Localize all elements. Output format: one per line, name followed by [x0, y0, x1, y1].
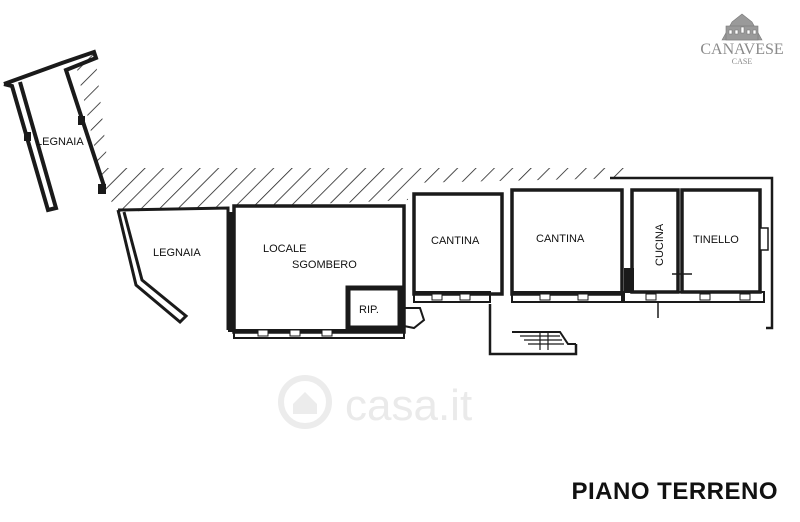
canavese-case-logo: CANAVESE CASE	[700, 13, 784, 66]
room-label-legnaia-upper: LEGNAIA	[36, 136, 84, 148]
hatched-courtyard	[75, 53, 630, 212]
logo-brand: CANAVESE	[700, 41, 783, 58]
room-label-rip: RIP.	[359, 304, 379, 316]
rip-closet	[345, 285, 426, 331]
watermark-text: casa.it	[345, 381, 472, 430]
house-icon	[721, 13, 763, 41]
room-label-legnaia-lower: LEGNAIA	[153, 247, 201, 259]
room-label-cucina: CUCINA	[654, 223, 666, 266]
logo-sub: CASE	[732, 57, 753, 66]
room-label-sgombero: SGOMBERO	[292, 259, 357, 271]
room-label-locale: LOCALE	[263, 243, 306, 255]
floor-title: PIANO TERRENO	[571, 478, 778, 505]
casa-it-watermark: casa.it	[278, 375, 472, 430]
wall-upper-legnaia	[3, 49, 106, 213]
wall-cantina-right	[510, 188, 624, 303]
wall-cucina-tinello	[610, 176, 774, 330]
room-label-cantina-left: CANTINA	[431, 235, 480, 247]
wall-cantina-left	[412, 192, 504, 303]
stair-area	[488, 304, 578, 356]
room-label-tinello: TINELLO	[693, 234, 739, 246]
wall-lower-legnaia	[116, 206, 230, 330]
wall-locale-sgombero	[228, 204, 406, 339]
room-label-cantina-right: CANTINA	[536, 233, 585, 245]
